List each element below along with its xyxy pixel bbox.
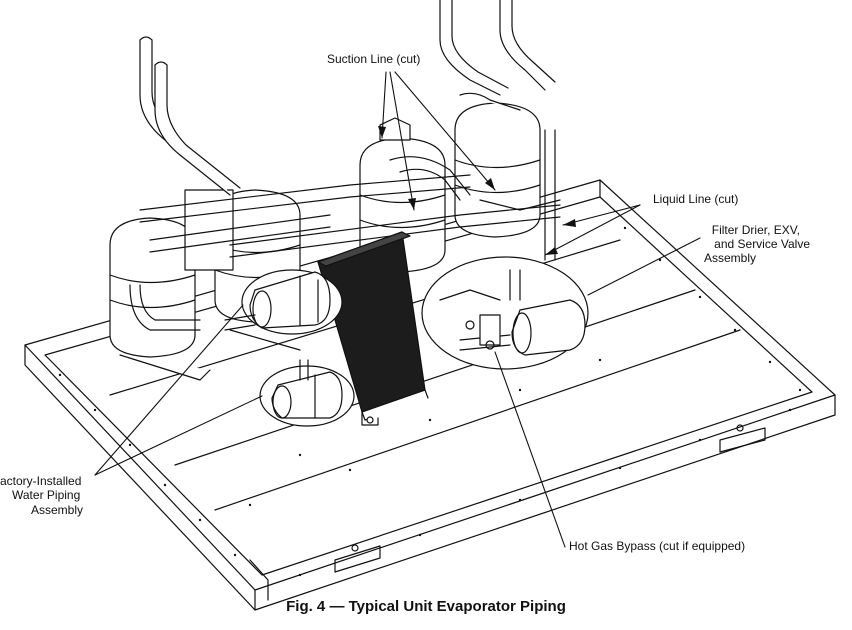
water-piping-assembly-lower (259, 359, 355, 427)
right-suction-pipes (439, 0, 556, 111)
brazed-plate-heat-exchanger (317, 231, 429, 426)
label-liquid-line: Liquid Line (cut) (653, 192, 739, 206)
water-piping-assembly-upper (224, 269, 343, 335)
filter-drier-exv-assembly (421, 256, 589, 370)
leader-lines (94, 71, 701, 548)
label-filter-drier-line3: Assembly (704, 251, 757, 265)
interconnect-piping (129, 129, 561, 331)
left-suction-pipes (139, 36, 241, 196)
label-filter-drier-line1: Filter Drier, EXV, (711, 223, 800, 237)
label-water-piping-line2: Water Piping (12, 488, 81, 502)
label-water-piping-line1: actory-Installed (0, 474, 82, 488)
label-filter-drier-line2: and Service Valve (714, 237, 810, 251)
label-hot-gas-bypass: Hot Gas Bypass (cut if equipped) (569, 539, 746, 553)
leader-arrowheads (378, 126, 576, 255)
label-suction-line: Suction Line (cut) (327, 52, 421, 66)
label-water-piping-line3: Assembly (31, 503, 84, 517)
right-compressors (359, 102, 541, 273)
figure-caption: Fig. 4 — Typical Unit Evaporator Piping (286, 598, 566, 615)
